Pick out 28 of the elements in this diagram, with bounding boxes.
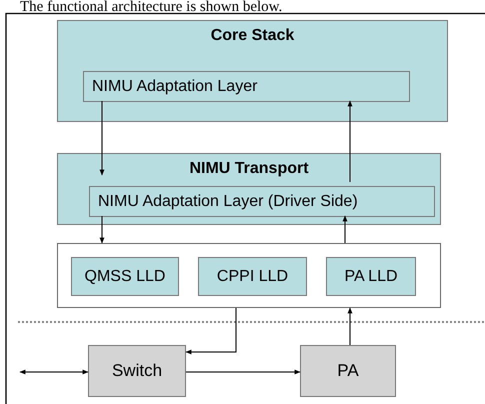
- module-group-box: [57, 243, 441, 308]
- module-box: [89, 186, 435, 217]
- arrow: [186, 370, 301, 374]
- caption-text: The functional architecture is shown below.: [20, 0, 282, 16]
- device-box: [88, 345, 186, 397]
- arrow: [19, 370, 89, 374]
- arrow: [100, 216, 104, 244]
- arrow: [185, 308, 236, 354]
- panel-title: Core Stack: [210, 27, 296, 45]
- box-label: PA: [336, 361, 360, 381]
- box-label: PA LLD: [343, 268, 399, 286]
- arrow: [348, 307, 352, 346]
- module-box: [83, 71, 410, 102]
- module-box: [71, 257, 179, 296]
- device-box: [300, 345, 396, 397]
- arrow: [348, 100, 352, 182]
- box-label: QMSS LLD: [84, 268, 166, 286]
- panel-title: NIMU Transport: [188, 160, 310, 178]
- box-label: NIMU Adaptation Layer: [91, 78, 258, 96]
- module-box: [198, 257, 307, 296]
- box-label: CPPI LLD: [216, 268, 290, 286]
- arrow: [342, 215, 348, 244]
- layer-panel: [57, 20, 448, 122]
- module-box: [326, 257, 416, 296]
- layer-panel: [57, 153, 441, 225]
- box-label: Switch: [110, 361, 164, 381]
- arrow: [100, 100, 104, 176]
- box-label: NIMU Adaptation Layer (Driver Side): [97, 192, 359, 210]
